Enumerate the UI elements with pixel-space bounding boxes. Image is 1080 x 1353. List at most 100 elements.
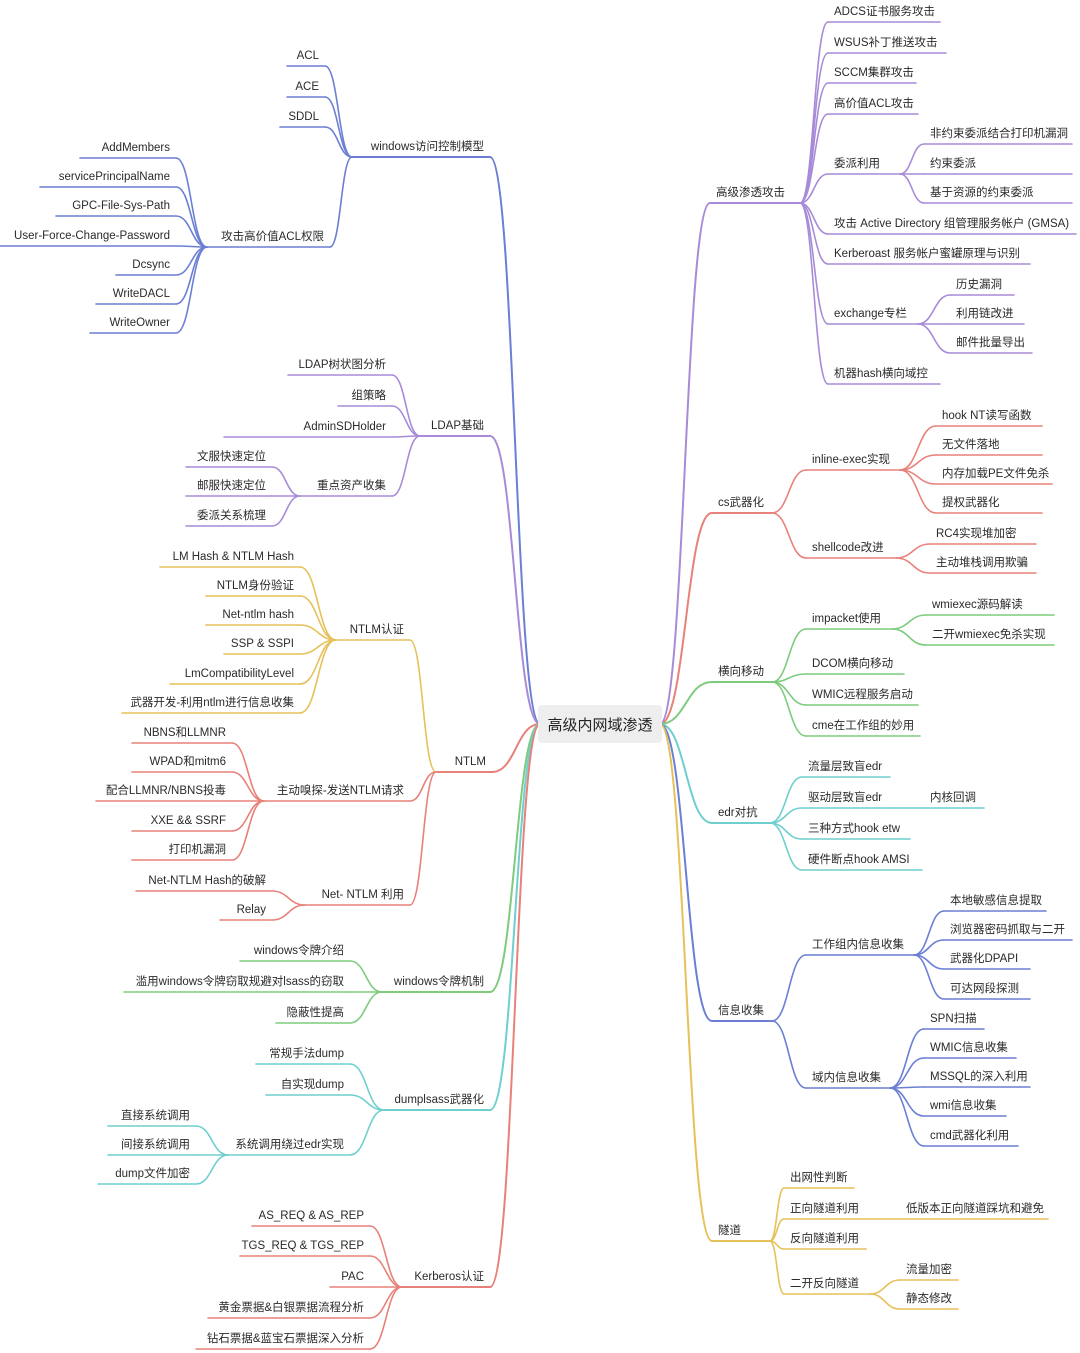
node-right-3-2[interactable]: 三种方式hook etw xyxy=(808,823,901,835)
node-right-2-2[interactable]: WMIC远程服务启动 xyxy=(812,689,913,701)
node-left-2-1-2[interactable]: 配合LLMNR/NBNS投毒 xyxy=(105,785,226,797)
node-right-2-0[interactable]: impacket使用 xyxy=(812,613,882,625)
node-left-0-3-1[interactable]: servicePrincipalName xyxy=(58,171,170,183)
node-left-2-0[interactable]: NTLM认证 xyxy=(349,624,404,636)
node-right-0-6[interactable]: Kerberoast 服务帐户蜜罐原理与识别 xyxy=(834,248,1020,260)
node-left-2-2-0[interactable]: Net-NTLM Hash的破解 xyxy=(148,875,266,887)
node-left-2[interactable]: NTLM xyxy=(454,756,486,768)
node-right-0-4[interactable]: 委派利用 xyxy=(834,158,880,170)
node-right-5-2[interactable]: 反向隧道利用 xyxy=(790,1233,859,1245)
node-right-4-1-1[interactable]: WMIC信息收集 xyxy=(930,1042,1008,1054)
node-right-1-0-1[interactable]: 无文件落地 xyxy=(942,439,1000,451)
node-left-5-0[interactable]: AS_REQ & AS_REP xyxy=(258,1210,364,1222)
node-left-2-2[interactable]: Net- NTLM 利用 xyxy=(321,889,404,901)
node-left-0-3-4[interactable]: Dcsync xyxy=(132,259,170,271)
node-left-3-1[interactable]: 滥用windows令牌窃取规避对lsass的窃取 xyxy=(135,976,344,988)
node-left-4-2-0[interactable]: 直接系统调用 xyxy=(121,1110,190,1122)
node-right-0-8[interactable]: 机器hash横向域控 xyxy=(834,368,928,380)
node-left-1-3-1[interactable]: 邮服快速定位 xyxy=(197,480,266,492)
node-right-0-5[interactable]: 攻击 Active Directory 组管理服务帐户 (GMSA) xyxy=(834,218,1070,230)
node-right-0-7[interactable]: exchange专栏 xyxy=(834,308,907,320)
node-left-5-4[interactable]: 钻石票据&蓝宝石票据深入分析 xyxy=(206,1333,364,1345)
node-right-5-3-0[interactable]: 流量加密 xyxy=(906,1264,952,1276)
node-right-4-1-0[interactable]: SPN扫描 xyxy=(930,1013,977,1025)
node-right-3-1[interactable]: 驱动层致盲edr xyxy=(808,792,883,804)
node-right-0-1[interactable]: WSUS补丁推送攻击 xyxy=(834,37,938,49)
node-left-2-1-0[interactable]: NBNS和LLMNR xyxy=(143,727,226,739)
node-left-2-0-0[interactable]: LM Hash & NTLM Hash xyxy=(172,551,294,563)
node-left-0-1[interactable]: ACE xyxy=(295,81,319,93)
node-left-2-0-4[interactable]: LmCompatibilityLevel xyxy=(184,668,294,680)
node-right-2-3[interactable]: cme在工作组的妙用 xyxy=(812,720,915,732)
node-right-0-4-0[interactable]: 非约束委派结合打印机漏洞 xyxy=(930,128,1068,140)
node-right-0-7-2[interactable]: 邮件批量导出 xyxy=(956,337,1025,349)
node-right-2-0-1[interactable]: 二开wmiexec免杀实现 xyxy=(932,629,1046,641)
node-left-5-2[interactable]: PAC xyxy=(341,1271,364,1283)
node-right-1-0-0[interactable]: hook NT读写函数 xyxy=(942,410,1032,422)
node-left-4-2-2[interactable]: dump文件加密 xyxy=(115,1168,190,1180)
node-right-5[interactable]: 隧道 xyxy=(718,1225,741,1237)
node-left-0-3[interactable]: 攻击高价值ACL权限 xyxy=(221,231,324,243)
node-left-0-3-6[interactable]: WriteOwner xyxy=(109,317,171,329)
node-right-5-0[interactable]: 出网性判断 xyxy=(790,1172,848,1184)
node-right-3[interactable]: edr对抗 xyxy=(718,807,758,819)
node-left-0-3-5[interactable]: WriteDACL xyxy=(112,288,170,300)
root-node[interactable]: 高级内网域渗透 xyxy=(538,705,662,743)
node-left-1-1[interactable]: 组策略 xyxy=(351,390,387,402)
node-right-3-0[interactable]: 流量层致盲edr xyxy=(808,761,883,773)
node-right-1[interactable]: cs武器化 xyxy=(718,497,764,509)
node-right-5-1-0[interactable]: 低版本正向隧道踩坑和避免 xyxy=(906,1203,1044,1215)
node-left-3[interactable]: windows令牌机制 xyxy=(393,976,484,988)
node-right-2-1[interactable]: DCOM横向移动 xyxy=(812,658,894,670)
node-left-2-0-1[interactable]: NTLM身份验证 xyxy=(216,580,294,592)
node-right-4[interactable]: 信息收集 xyxy=(718,1005,764,1017)
node-left-0[interactable]: windows访问控制模型 xyxy=(370,141,484,153)
node-left-2-1-4[interactable]: 打印机漏洞 xyxy=(168,844,227,856)
node-right-3-3[interactable]: 硬件断点hook AMSI xyxy=(808,854,910,866)
node-right-0-4-2[interactable]: 基于资源的约束委派 xyxy=(930,187,1034,199)
node-left-2-0-3[interactable]: SSP & SSPI xyxy=(230,638,294,650)
node-left-0-3-0[interactable]: AddMembers xyxy=(101,142,170,154)
node-right-1-0[interactable]: inline-exec实现 xyxy=(812,454,890,466)
node-right-0[interactable]: 高级渗透攻击 xyxy=(716,187,785,199)
node-right-4-1-2[interactable]: MSSQL的深入利用 xyxy=(930,1071,1028,1083)
node-left-3-0[interactable]: windows令牌介绍 xyxy=(253,945,344,957)
node-right-3-1-0[interactable]: 内核回调 xyxy=(930,792,976,804)
node-right-0-0[interactable]: ADCS证书服务攻击 xyxy=(834,6,935,18)
node-left-2-1-1[interactable]: WPAD和mitm6 xyxy=(149,756,226,768)
node-right-1-0-3[interactable]: 提权武器化 xyxy=(942,497,1000,509)
node-left-2-1[interactable]: 主动嗅探-发送NTLM请求 xyxy=(276,785,404,797)
node-left-5-3[interactable]: 黄金票据&白银票据流程分析 xyxy=(218,1302,364,1314)
node-left-4-2[interactable]: 系统调用绕过edr实现 xyxy=(235,1139,344,1151)
node-left-1[interactable]: LDAP基础 xyxy=(430,420,484,432)
node-right-5-3[interactable]: 二开反向隧道 xyxy=(790,1278,859,1290)
node-left-2-2-1[interactable]: Relay xyxy=(236,904,266,916)
node-right-1-1-1[interactable]: 主动堆栈调用欺骗 xyxy=(936,557,1028,569)
node-right-1-0-2[interactable]: 内存加载PE文件免杀 xyxy=(942,468,1050,480)
node-right-4-1-3[interactable]: wmi信息收集 xyxy=(930,1100,997,1112)
node-right-0-7-1[interactable]: 利用链改进 xyxy=(956,308,1014,320)
node-left-0-3-3[interactable]: User-Force-Change-Password xyxy=(14,230,170,242)
node-left-1-3-0[interactable]: 文服快速定位 xyxy=(197,451,266,463)
node-left-3-2[interactable]: 隐蔽性提高 xyxy=(286,1007,345,1019)
node-right-0-2[interactable]: SCCM集群攻击 xyxy=(834,67,914,79)
node-right-4-1-4[interactable]: cmd武器化利用 xyxy=(930,1130,1010,1142)
node-left-0-0[interactable]: ACL xyxy=(296,50,319,62)
node-left-1-2[interactable]: AdminSDHolder xyxy=(303,421,386,433)
node-left-4-2-1[interactable]: 间接系统调用 xyxy=(121,1139,190,1151)
node-right-1-1-0[interactable]: RC4实现堆加密 xyxy=(936,528,1017,540)
node-left-0-3-2[interactable]: GPC-File-Sys-Path xyxy=(72,200,170,212)
node-right-5-3-1[interactable]: 静态修改 xyxy=(906,1293,952,1305)
node-right-4-0-2[interactable]: 武器化DPAPI xyxy=(950,953,1019,965)
node-left-1-3-2[interactable]: 委派关系梳理 xyxy=(197,510,266,522)
node-right-4-0[interactable]: 工作组内信息收集 xyxy=(812,939,904,951)
node-left-0-2[interactable]: SDDL xyxy=(288,111,319,123)
node-right-2[interactable]: 横向移动 xyxy=(718,666,764,678)
node-left-4-1[interactable]: 自实现dump xyxy=(280,1079,344,1091)
node-right-0-3[interactable]: 高价值ACL攻击 xyxy=(834,98,914,110)
node-right-1-1[interactable]: shellcode改进 xyxy=(812,542,884,554)
node-left-1-3[interactable]: 重点资产收集 xyxy=(317,480,386,492)
node-left-2-0-2[interactable]: Net-ntlm hash xyxy=(222,609,294,621)
node-left-5[interactable]: Kerberos认证 xyxy=(414,1271,484,1283)
node-right-4-0-0[interactable]: 本地敏感信息提取 xyxy=(950,895,1042,907)
